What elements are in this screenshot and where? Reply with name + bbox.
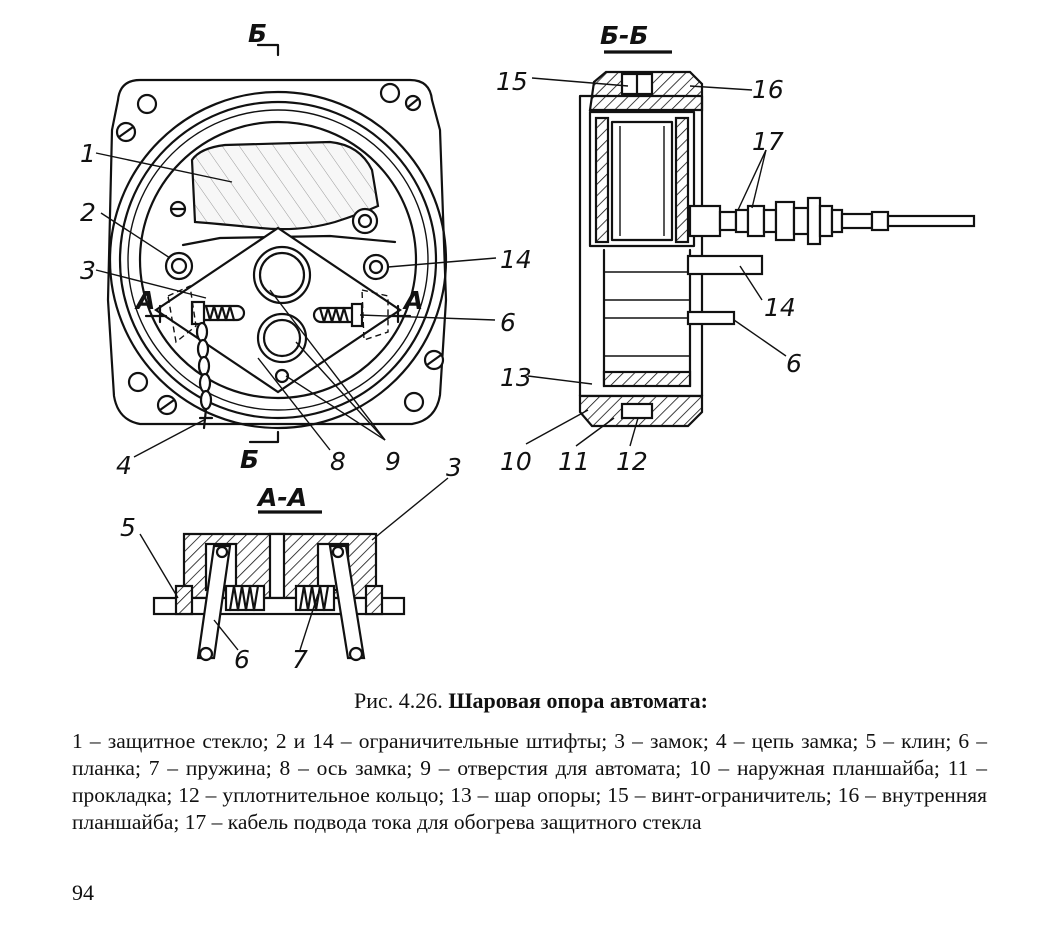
section-arrow-a-right: А bbox=[402, 286, 423, 315]
section-mark-b-top: Б bbox=[248, 19, 267, 48]
callout-8: 8 bbox=[330, 447, 346, 476]
section-mark-b-bottom: Б bbox=[240, 445, 259, 474]
pin-6-side bbox=[686, 310, 736, 326]
callout-10: 10 bbox=[500, 447, 532, 476]
callout-12: 12 bbox=[616, 447, 648, 476]
section-title-b-b: Б-Б bbox=[600, 21, 649, 50]
slat-right bbox=[328, 544, 366, 660]
automat-hole-lower bbox=[256, 312, 308, 364]
callout-9: 9 bbox=[385, 447, 401, 476]
cable-connector bbox=[688, 196, 976, 246]
section-title-a-a: А-А bbox=[256, 483, 307, 512]
section-arrow-a-left: А bbox=[134, 286, 155, 315]
callout-5: 5 bbox=[120, 513, 136, 542]
bezel-ring bbox=[138, 120, 418, 400]
section-a-view bbox=[139, 477, 449, 662]
callout-16: 16 bbox=[752, 75, 784, 104]
callout-15: 15 bbox=[496, 67, 528, 96]
sight-screw bbox=[351, 207, 379, 235]
right-spring-assembly bbox=[312, 302, 364, 328]
callout-1: 1 bbox=[80, 139, 96, 168]
outer-ring bbox=[108, 90, 448, 430]
callout-6: 6 bbox=[500, 308, 516, 337]
callout-6-side: 6 bbox=[786, 349, 802, 378]
screw-icon bbox=[115, 94, 445, 416]
callout-14: 14 bbox=[500, 245, 532, 274]
lock-axis bbox=[274, 368, 290, 384]
callout-4: 4 bbox=[116, 451, 132, 480]
automat-hole-upper bbox=[252, 245, 312, 305]
mounting-flange bbox=[106, 78, 448, 426]
callout-3: 3 bbox=[80, 256, 96, 285]
caption-title: Шаровая опора автомата: bbox=[448, 688, 708, 713]
callout-6-cut: 6 bbox=[234, 645, 250, 674]
corner-hole-top-right bbox=[379, 82, 401, 104]
technical-drawing: Б Б А А 1 2 3 4 8 9 6 14 bbox=[80, 19, 976, 674]
callout-2: 2 bbox=[80, 198, 96, 227]
callout-14-side: 14 bbox=[764, 293, 796, 322]
callout-13: 13 bbox=[500, 363, 532, 392]
lock-chain bbox=[195, 321, 214, 430]
corner-hole-bottom-right bbox=[403, 391, 425, 413]
figure-caption: Рис. 4.26. Шаровая опора автомата: bbox=[0, 688, 1062, 714]
slat-6 bbox=[196, 544, 232, 660]
limit-pin-14 bbox=[362, 253, 390, 281]
page-number: 94 bbox=[72, 880, 94, 905]
front-view bbox=[95, 43, 497, 458]
pin-14-side bbox=[686, 254, 764, 276]
protective-glass bbox=[190, 140, 380, 231]
figure-legend: 1 – защитное стекло; 2 и 14 – ограничите… bbox=[72, 729, 987, 834]
callout-17: 17 bbox=[752, 127, 784, 156]
corner-hole-top-left bbox=[136, 93, 158, 115]
callout-11: 11 bbox=[558, 447, 590, 476]
callout-3-cut: 3 bbox=[446, 453, 462, 482]
corner-hole-bottom-left bbox=[127, 371, 149, 393]
outer-ring-inner bbox=[118, 100, 438, 420]
callout-7: 7 bbox=[292, 645, 308, 674]
lock-plate bbox=[154, 226, 402, 394]
section-b-view bbox=[525, 50, 976, 447]
left-spring-assembly bbox=[190, 300, 246, 326]
caption-prefix: Рис. 4.26. bbox=[354, 688, 443, 713]
limit-pin-2 bbox=[164, 251, 194, 281]
